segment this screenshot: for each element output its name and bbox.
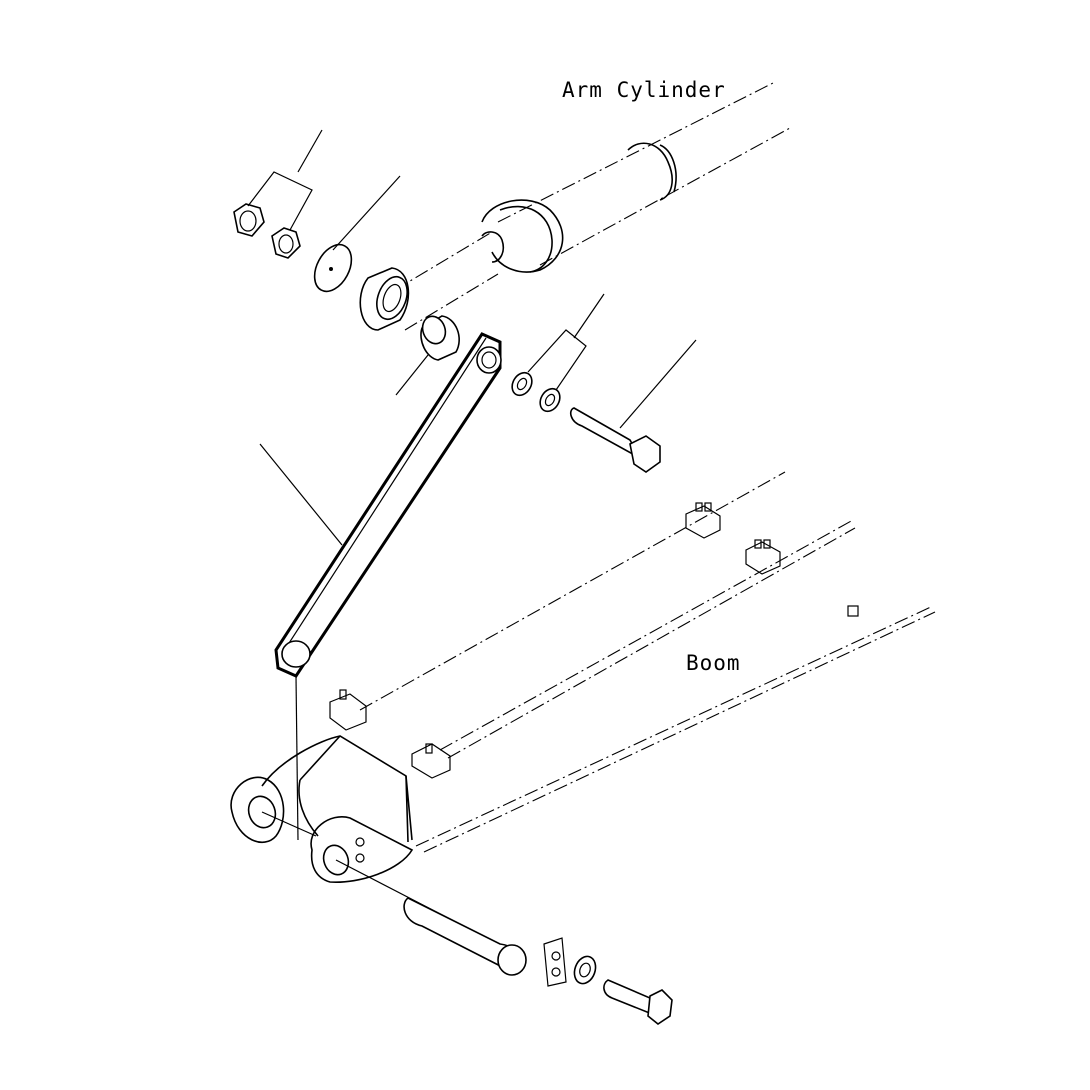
- bottom-pin: [403, 897, 527, 976]
- leader-link: [259, 443, 343, 546]
- arm-cylinder: [394, 81, 791, 331]
- hex-nut-1: [233, 203, 265, 237]
- washer-1: [511, 371, 533, 397]
- hex-nut-2: [271, 227, 301, 259]
- boom: [329, 471, 936, 853]
- hex-bolt-bottom: [603, 979, 673, 1025]
- boom-bracket-1: [685, 502, 721, 539]
- leader-bolt: [619, 339, 697, 429]
- leader-nuts-tail: [297, 129, 323, 173]
- washer-2: [539, 387, 561, 413]
- boom-label: Boom: [686, 651, 741, 675]
- bottom-washer: [573, 955, 597, 985]
- boom-bracket-2: [745, 539, 781, 575]
- bushing: [420, 315, 460, 361]
- boom-clevis: [230, 735, 414, 883]
- leader-washers: [527, 329, 587, 391]
- rod-end-eye: [359, 267, 410, 331]
- plate-washer: [313, 243, 353, 293]
- lock-plate: [543, 937, 567, 987]
- hex-bolt-top: [569, 407, 661, 473]
- boom-bracket-5: [411, 743, 451, 779]
- leader-plate: [332, 175, 401, 251]
- leader-nuts: [247, 171, 313, 231]
- boom-bracket-4: [329, 689, 367, 731]
- link-to-clevis-line: [295, 675, 299, 841]
- leader-washers-tail: [573, 293, 605, 339]
- arm-cylinder-label: Arm Cylinder: [562, 78, 726, 102]
- boom-bracket-3: [847, 605, 859, 617]
- clevis-pin-axis: [261, 811, 317, 837]
- leader-bushing: [395, 354, 429, 396]
